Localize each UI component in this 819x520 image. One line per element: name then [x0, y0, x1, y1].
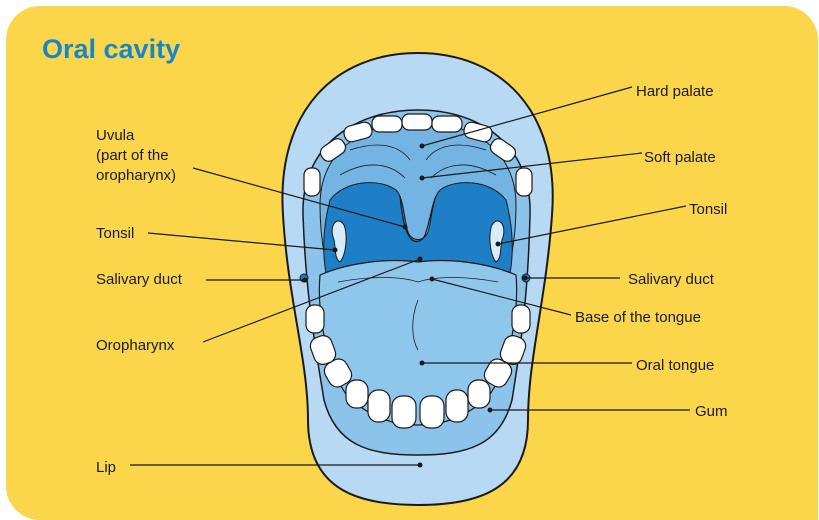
label-tonsil-left: Tonsil	[96, 224, 134, 244]
label-base-of-tongue: Base of the tongue	[575, 308, 701, 328]
label-gum: Gum	[695, 402, 728, 422]
label-oral-tongue: Oral tongue	[636, 356, 714, 376]
label-salivary-duct-right: Salivary duct	[628, 270, 714, 290]
label-hard-palate: Hard palate	[636, 82, 714, 102]
label-uvula-line1: Uvula	[96, 126, 134, 146]
label-uvula-line3: oropharynx)	[96, 166, 176, 186]
label-salivary-duct-left: Salivary duct	[96, 270, 182, 290]
label-uvula-line2: (part of the	[96, 146, 169, 166]
diagram-card: Oral cavity	[6, 6, 818, 520]
label-oropharynx: Oropharynx	[96, 336, 174, 356]
label-soft-palate: Soft palate	[644, 148, 716, 168]
label-lip: Lip	[96, 458, 116, 478]
label-tonsil-right: Tonsil	[689, 200, 727, 220]
